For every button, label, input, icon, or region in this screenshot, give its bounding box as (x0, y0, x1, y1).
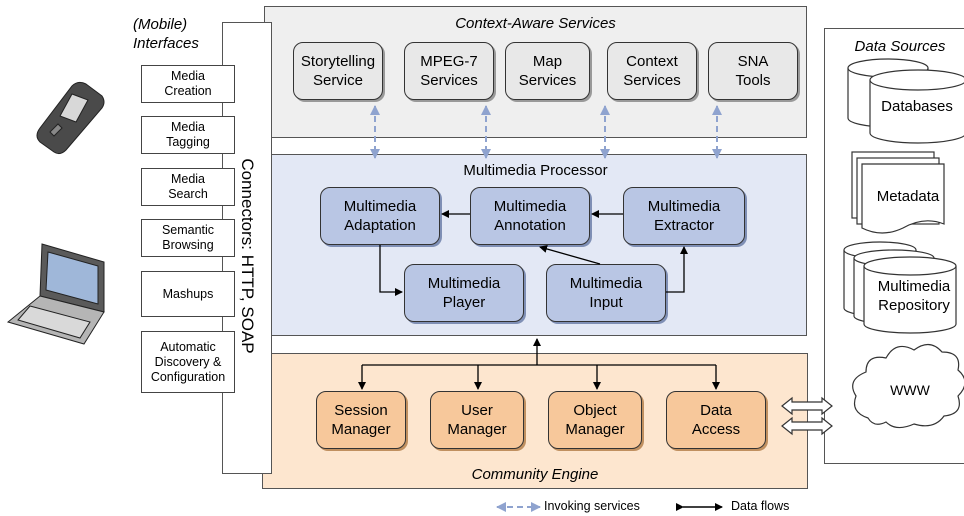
metadata-icon (851, 151, 945, 234)
flow-input-to-extractor (666, 246, 688, 293)
map-services[interactable]: Map Services (505, 42, 590, 100)
repository-icon (843, 241, 957, 334)
laptop-icon (6, 243, 105, 345)
interfaces-title: (Mobile) Interfaces (133, 16, 199, 52)
multimedia-annotation[interactable]: Multimedia Annotation (470, 187, 590, 245)
sna-tools[interactable]: SNA Tools (708, 42, 798, 100)
context-services[interactable]: Context Services (607, 42, 697, 100)
data-sources-title: Data Sources (854, 38, 946, 55)
interface-media-creation[interactable]: Media Creation (141, 65, 235, 103)
databases-icon (847, 58, 964, 144)
www-cloud-icon (852, 343, 964, 429)
interface-media-search[interactable]: Media Search (141, 168, 235, 206)
interface-media-tagging[interactable]: Media Tagging (141, 116, 235, 154)
interface-automatic-discovery[interactable]: Automatic Discovery & Configuration (141, 331, 235, 393)
legend-dataflows-label: Data flows (731, 499, 790, 513)
flow-input-to-annotation (539, 245, 601, 265)
data-access-link (781, 396, 833, 436)
multimedia-input[interactable]: Multimedia Input (546, 264, 666, 322)
user-manager[interactable]: User Manager (430, 391, 524, 449)
flow-adaptation-to-player (379, 245, 403, 296)
storytelling-service[interactable]: Storytelling Service (293, 42, 383, 100)
object-manager[interactable]: Object Manager (548, 391, 642, 449)
community-engine-title: Community Engine (471, 466, 599, 483)
repository-label: Multimedia Repository (877, 278, 951, 314)
databases-label: Databases (881, 98, 953, 115)
www-label: WWW (890, 382, 930, 398)
hollow-arrow-top (781, 396, 833, 416)
processor-flows (358, 210, 720, 390)
interface-semantic-browsing[interactable]: Semantic Browsing (141, 219, 235, 257)
metadata-label: Metadata (876, 188, 940, 205)
mobile-phone-icon (36, 81, 105, 155)
multimedia-player[interactable]: Multimedia Player (404, 264, 524, 322)
multimedia-adaptation[interactable]: Multimedia Adaptation (320, 187, 440, 245)
hollow-arrow-bottom (781, 416, 833, 436)
multimedia-processor-panel (264, 154, 807, 336)
legend-invoking-label: Invoking services (544, 499, 640, 513)
interface-mashups[interactable]: Mashups (141, 271, 235, 317)
invoking-arrows (370, 105, 722, 159)
data-access[interactable]: Data Access (666, 391, 766, 449)
multimedia-extractor[interactable]: Multimedia Extractor (623, 187, 745, 245)
context-aware-services-title: Context-Aware Services (455, 15, 616, 32)
multimedia-processor-title: Multimedia Processor (463, 162, 608, 179)
mpeg7-services[interactable]: MPEG-7 Services (404, 42, 494, 100)
session-manager[interactable]: Session Manager (316, 391, 406, 449)
